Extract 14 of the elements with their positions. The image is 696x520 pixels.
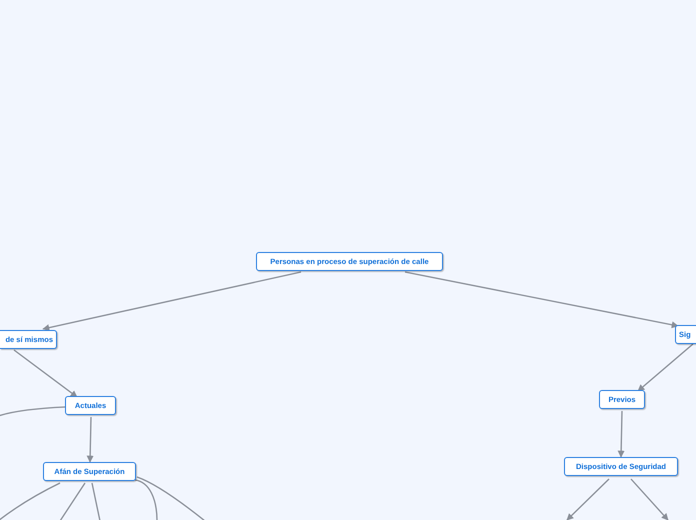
connector-line	[0, 406, 66, 417]
connector-line	[618, 410, 625, 458]
connector-line	[86, 416, 94, 463]
connector-line	[91, 482, 101, 520]
connector-line	[42, 271, 302, 332]
connector-line	[59, 482, 86, 520]
connector-line	[404, 271, 679, 328]
connector-line	[14, 349, 78, 398]
connector-line	[134, 479, 158, 520]
connector-line	[0, 482, 60, 520]
connector-line	[566, 478, 610, 520]
connector-line	[637, 344, 694, 392]
connector-line	[136, 476, 206, 520]
connector-line	[630, 478, 668, 520]
